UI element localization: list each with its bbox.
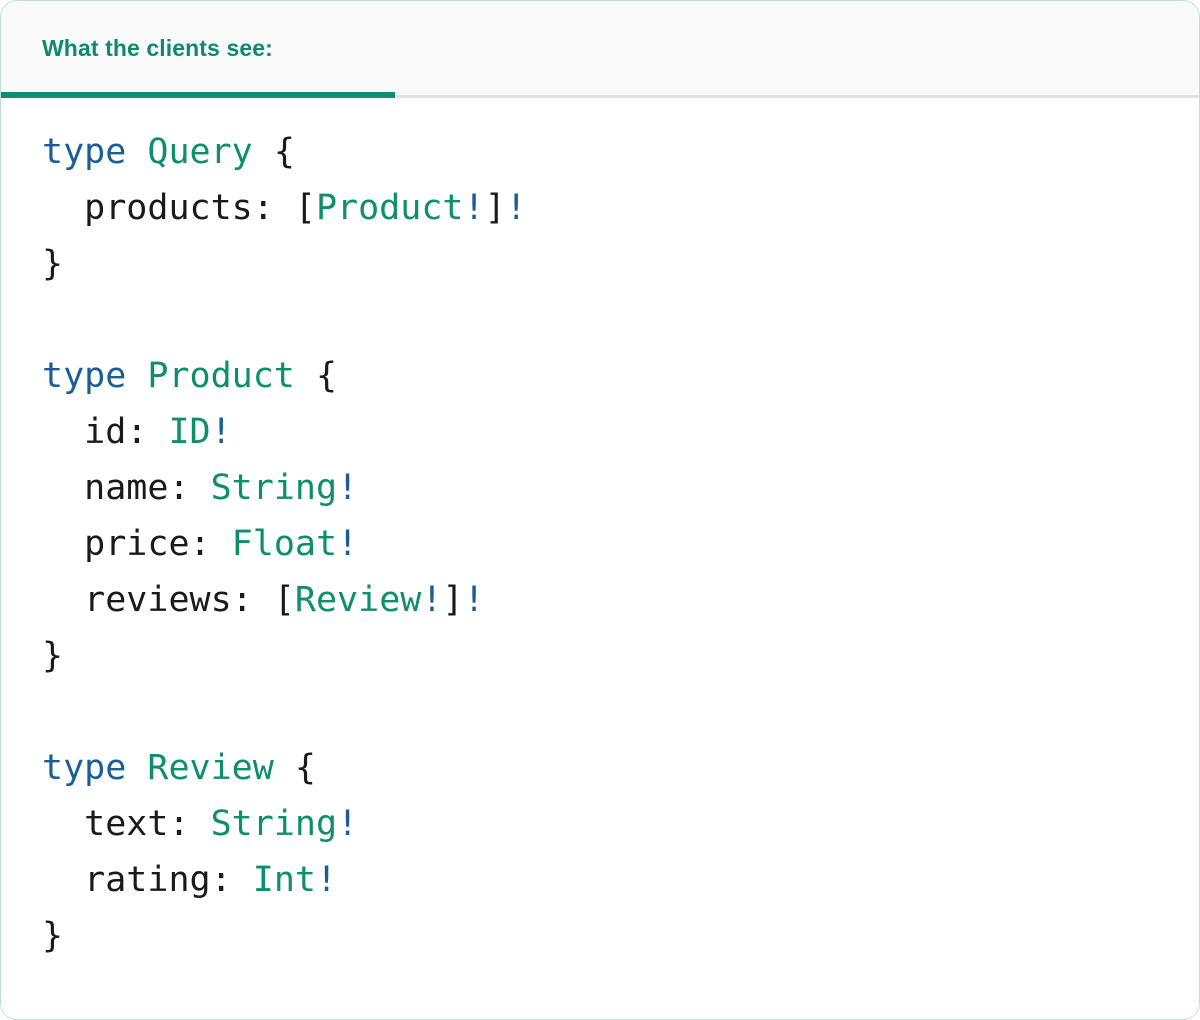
space: [253, 132, 274, 172]
non-null-marker: !: [337, 524, 359, 564]
colon: :: [210, 860, 253, 900]
code-line-close-brace: }: [42, 908, 1199, 964]
brace-open: {: [315, 356, 338, 396]
non-null-marker-outer: !: [463, 580, 485, 620]
code-line-field: name: String!: [42, 460, 1199, 516]
code-line-field: price: Float!: [42, 516, 1199, 572]
field-name: text: [84, 804, 169, 844]
colon: :: [126, 412, 169, 452]
active-tab-underline: [1, 92, 395, 98]
non-null-marker-outer: !: [505, 188, 527, 228]
field-type: Review: [294, 580, 422, 620]
field-type: Int: [252, 860, 316, 900]
colon: :: [168, 468, 211, 508]
code-line-field: reviews: [Review!]!: [42, 572, 1199, 628]
colon: :: [189, 524, 232, 564]
non-null-marker: !: [463, 188, 485, 228]
code-line-field: id: ID!: [42, 404, 1199, 460]
field-name: name: [84, 468, 169, 508]
non-null-marker: !: [315, 860, 338, 900]
field-name: products: [84, 188, 253, 228]
field-type: Float: [231, 524, 338, 564]
brace-open: {: [273, 132, 295, 172]
code-line-type-declaration: type Query {: [42, 124, 1199, 180]
brace-open: {: [294, 748, 316, 788]
indent: [42, 468, 84, 508]
brace-close: }: [42, 244, 64, 284]
non-null-marker: !: [421, 580, 443, 620]
code-line-close-brace: }: [42, 236, 1199, 292]
code-line: [42, 684, 1199, 740]
indent: [42, 804, 84, 844]
indent: [42, 580, 84, 620]
field-name: price: [84, 524, 190, 564]
field-type: String: [210, 468, 338, 508]
keyword-type: type: [42, 132, 127, 172]
tab-what-the-clients-see[interactable]: What the clients see:: [1, 1, 395, 98]
code-line-type-declaration: type Product {: [42, 348, 1199, 404]
field-name: reviews: [84, 580, 232, 620]
space: [126, 356, 147, 396]
keyword-type: type: [42, 356, 127, 396]
colon: :: [252, 188, 295, 228]
type-name: Query: [147, 132, 253, 172]
non-null-marker: !: [210, 412, 232, 452]
field-name: rating: [84, 860, 211, 900]
code-area: type Query { products: [Product!]!}type …: [1, 98, 1199, 1019]
code-line-field: rating: Int!: [42, 852, 1199, 908]
tab-label: What the clients see:: [42, 34, 273, 61]
space: [274, 748, 295, 788]
bracket-open: [: [294, 188, 316, 228]
code-line-close-brace: }: [42, 628, 1199, 684]
code-line-field: text: String!: [42, 796, 1199, 852]
type-name: Product: [147, 356, 295, 396]
space: [126, 748, 147, 788]
field-name: id: [84, 412, 127, 452]
field-type: Product: [315, 188, 464, 228]
code-line-field: products: [Product!]!: [42, 180, 1199, 236]
brace-close: }: [42, 916, 64, 956]
indent: [42, 412, 84, 452]
indent: [42, 524, 84, 564]
non-null-marker: !: [337, 468, 359, 508]
graphql-schema-code: type Query { products: [Product!]!}type …: [42, 124, 1199, 964]
tab-bar: What the clients see:: [1, 1, 1199, 98]
field-type: String: [210, 804, 338, 844]
field-type: ID: [168, 412, 211, 452]
code-line: [42, 292, 1199, 348]
indent: [42, 860, 84, 900]
brace-close: }: [42, 636, 64, 676]
type-name: Review: [147, 748, 274, 788]
colon: :: [231, 580, 274, 620]
space: [126, 132, 147, 172]
space: [295, 356, 316, 396]
bracket-close: ]: [442, 580, 464, 620]
indent: [42, 188, 84, 228]
keyword-type: type: [42, 748, 127, 788]
code-line-type-declaration: type Review {: [42, 740, 1199, 796]
non-null-marker: !: [337, 804, 359, 844]
bracket-open: [: [273, 580, 295, 620]
colon: :: [168, 804, 211, 844]
bracket-close: ]: [484, 188, 506, 228]
